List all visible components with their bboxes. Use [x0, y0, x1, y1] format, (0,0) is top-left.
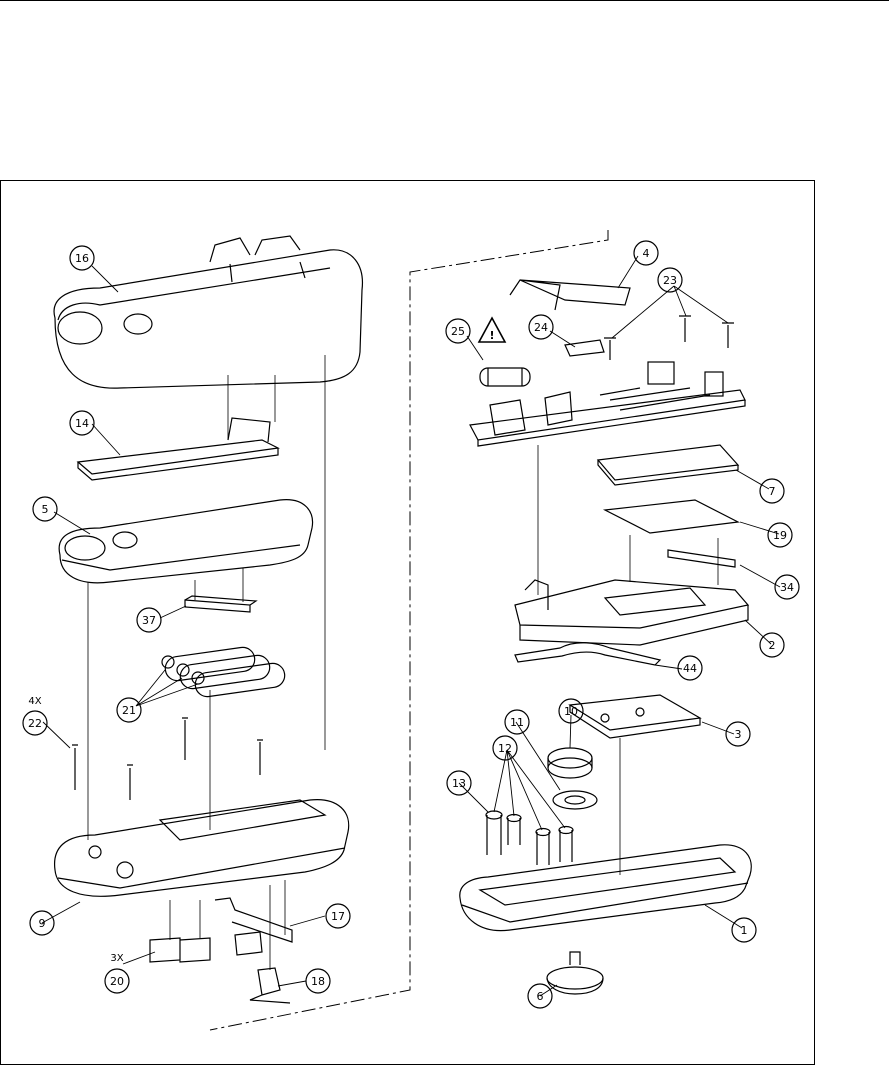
callout-23: 23 — [663, 274, 677, 287]
main-pcb-part — [469, 361, 746, 447]
bottom-case-part-9 — [53, 799, 350, 897]
tilt-stand-part-14 — [76, 417, 280, 481]
callout-24: 24 — [534, 321, 548, 334]
terminal-part-18 — [249, 967, 291, 1004]
callout-11: 11 — [510, 716, 524, 729]
holster-part-16 — [53, 235, 364, 389]
warning-triangle-icon — [477, 316, 507, 343]
callout-4: 4 — [643, 247, 650, 260]
rotary-knob-part-6 — [546, 951, 604, 995]
callout-leaders — [41, 255, 781, 997]
shield-part-4 — [509, 279, 631, 311]
assembly-alignment-lines-left — [87, 355, 326, 970]
callout-10: 10 — [564, 705, 578, 718]
fuse-part-25 — [479, 367, 531, 387]
callout-44: 44 — [683, 662, 697, 675]
input-jacks-part-12-13 — [485, 810, 574, 865]
callout-18: 18 — [311, 975, 325, 988]
callout-22: 22 — [28, 717, 42, 730]
lcd-part-19 — [602, 499, 741, 534]
separator-dashdot-line — [209, 230, 609, 1031]
assembly-alignment-lines-right — [537, 445, 719, 875]
battery-door-part-5 — [58, 499, 314, 584]
top-case-part-1 — [459, 844, 752, 932]
figure-frame — [0, 180, 815, 1065]
spring-clip-part-24 — [564, 339, 605, 357]
callout-12: 12 — [498, 742, 512, 755]
callout-14: 14 — [75, 417, 89, 430]
callout-20: 20 — [110, 975, 124, 988]
callout-9: 9 — [39, 917, 46, 930]
elastomer-part-34 — [667, 549, 736, 568]
detent-part-11 — [552, 790, 598, 810]
contact-spring-part-44 — [514, 642, 662, 666]
warning-exclamation: ! — [489, 329, 494, 342]
batteries-part-21 — [161, 646, 286, 698]
frame-part-2 — [514, 579, 750, 646]
callout-6: 6 — [537, 990, 544, 1003]
foam-pad-part-37 — [184, 595, 258, 613]
callout-25: 25 — [451, 325, 465, 338]
callout-3: 3 — [735, 728, 742, 741]
rotary-switch-part-10 — [547, 747, 593, 779]
callout-2: 2 — [769, 639, 776, 652]
screws-part-23 — [604, 315, 734, 360]
clips-part-20 — [149, 937, 211, 963]
callout-21: 21 — [122, 704, 136, 717]
terminal-part-17 — [214, 897, 293, 956]
lcd-assembly-part-7 — [596, 444, 740, 486]
callout-5: 5 — [42, 503, 49, 516]
callout-19: 19 — [773, 529, 787, 542]
callout-bubbles — [22, 240, 800, 1009]
callout-17: 17 — [331, 910, 345, 923]
callout-13: 13 — [452, 777, 466, 790]
quantity-3x: 3X — [110, 953, 123, 964]
callout-34: 34 — [780, 581, 794, 594]
callout-37: 37 — [142, 614, 156, 627]
page-top-rule — [0, 0, 889, 1]
quantity-4x: 4X — [28, 696, 41, 707]
callout-16: 16 — [75, 252, 89, 265]
keypad-bracket-part-3 — [568, 694, 702, 739]
callout-1: 1 — [741, 924, 748, 937]
screws-part-22 — [72, 717, 263, 800]
callout-7: 7 — [769, 485, 776, 498]
